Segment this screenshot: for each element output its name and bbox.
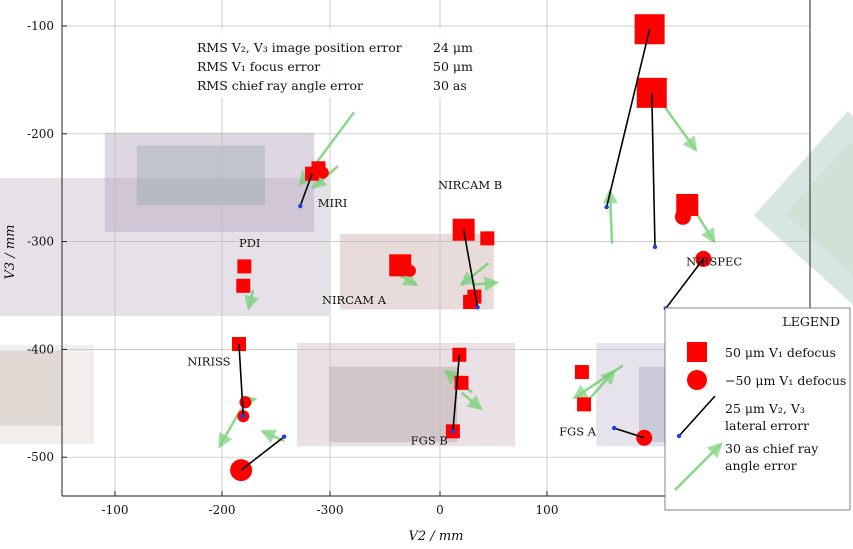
annotation-label: RMS chief ray angle error bbox=[197, 78, 363, 93]
lateral-error-endpoint bbox=[298, 203, 303, 209]
chief-ray-arrow bbox=[244, 289, 259, 311]
legend-marker-circle bbox=[687, 370, 707, 390]
annotation-label: RMS V₂, V₃ image position error bbox=[197, 40, 402, 55]
lateral-error-endpoint bbox=[604, 204, 609, 210]
instrument-label: FGS B bbox=[411, 433, 448, 447]
legend-box bbox=[664, 307, 851, 511]
annotation-value: 30 as bbox=[433, 78, 467, 93]
annotation-box bbox=[182, 28, 482, 98]
instrument-label: NIRSPEC bbox=[686, 254, 742, 268]
instrument-label: NIRISS bbox=[187, 355, 230, 369]
legend-marker-line bbox=[678, 395, 716, 437]
detector-region bbox=[136, 145, 266, 205]
instrument-region bbox=[297, 342, 516, 447]
instrument-label: PDI bbox=[239, 236, 261, 250]
legend-marker-arrow bbox=[674, 442, 723, 491]
annotation-value: 50 μm bbox=[433, 59, 473, 74]
defocus-circle bbox=[239, 396, 252, 409]
detector-region bbox=[0, 350, 62, 426]
lateral-error-line bbox=[613, 427, 645, 439]
lateral-error-endpoint bbox=[281, 434, 287, 439]
lateral-error-line bbox=[238, 343, 245, 417]
annotation-label: RMS V₁ focus error bbox=[197, 59, 320, 74]
chief-ray-arrow bbox=[459, 262, 490, 287]
y-tick-label: -400 bbox=[27, 342, 54, 356]
legend-entry-label-line2: lateral errorr bbox=[725, 418, 809, 433]
lateral-error-endpoint bbox=[611, 425, 617, 431]
y-tick-label: -300 bbox=[27, 235, 54, 249]
legend-title: LEGEND bbox=[783, 314, 841, 329]
legend-entry-label: 25 μm V₂, V₃ bbox=[725, 401, 805, 416]
legend-entry-label: 30 as chief ray bbox=[725, 441, 819, 456]
defocus-circle bbox=[403, 264, 416, 277]
chief-ray-arrow bbox=[472, 276, 500, 292]
chief-ray-arrow bbox=[663, 106, 698, 152]
x-tick-label: -100 bbox=[102, 503, 129, 517]
y-tick-label: -500 bbox=[27, 450, 54, 464]
lateral-error-line bbox=[299, 173, 313, 207]
lateral-error-endpoint bbox=[652, 244, 658, 250]
defocus-square bbox=[480, 231, 495, 246]
series-layer bbox=[218, 14, 716, 482]
defocus-square bbox=[463, 294, 478, 309]
x-tick-label: 100 bbox=[536, 503, 559, 517]
legend-entry-label: 50 μm V₁ defocus bbox=[725, 345, 836, 360]
lateral-error-line bbox=[240, 436, 285, 471]
legend-entry-label-line2: angle error bbox=[725, 458, 797, 473]
legend: LEGEND 50 μm V₁ defocus −50 μm V₁ defocus 2… bbox=[664, 307, 851, 511]
x-tick-label: 0 bbox=[436, 503, 444, 517]
lateral-error-endpoint bbox=[475, 305, 480, 310]
labels: RMS V₂, V₃ image position error 24 μm RMS … bbox=[182, 28, 742, 447]
defocus-circle bbox=[316, 166, 329, 179]
defocus-square bbox=[237, 259, 252, 274]
y-tick-label: -200 bbox=[27, 127, 54, 141]
x-tick-label: -300 bbox=[317, 503, 344, 517]
instrument-label: NIRCAM B bbox=[438, 178, 502, 192]
y-axis-label: V3 / mm bbox=[3, 225, 18, 280]
defocus-circle bbox=[674, 208, 691, 225]
instrument-region bbox=[0, 177, 330, 316]
legend-entry-label: −50 μm V₁ defocus bbox=[725, 373, 846, 388]
x-tick-label: -200 bbox=[209, 503, 236, 517]
y-tick-label: -100 bbox=[27, 19, 54, 33]
x-axis-label: V2 / mm bbox=[409, 529, 464, 544]
defocus-square bbox=[577, 397, 592, 412]
instrument-label: FGS A bbox=[559, 425, 597, 439]
lateral-error-endpoint bbox=[450, 429, 456, 434]
defocus-square bbox=[574, 365, 589, 380]
lateral-error-line bbox=[665, 258, 705, 309]
annotation-value: 24 μm bbox=[433, 40, 473, 55]
defocus-square bbox=[236, 278, 251, 293]
chief-ray-arrow bbox=[602, 188, 618, 244]
chief-ray-arrow bbox=[572, 364, 624, 400]
legend-marker-square bbox=[687, 342, 707, 362]
instrument-region bbox=[104, 132, 315, 232]
instrument-label: MIRI bbox=[318, 196, 348, 210]
lateral-error-line bbox=[650, 92, 656, 248]
lateral-error-line bbox=[605, 29, 651, 208]
lateral-error-endpoint bbox=[241, 414, 246, 419]
legend-marker-line-end bbox=[676, 433, 682, 439]
chief-ray-arrow bbox=[587, 369, 616, 401]
chief-ray-arrow bbox=[460, 391, 483, 411]
lateral-error-line bbox=[462, 229, 479, 308]
instrument-label: NIRCAM A bbox=[322, 293, 387, 307]
instrument-region bbox=[0, 345, 95, 445]
detector-region bbox=[329, 366, 458, 443]
lateral-error-line bbox=[452, 354, 461, 432]
